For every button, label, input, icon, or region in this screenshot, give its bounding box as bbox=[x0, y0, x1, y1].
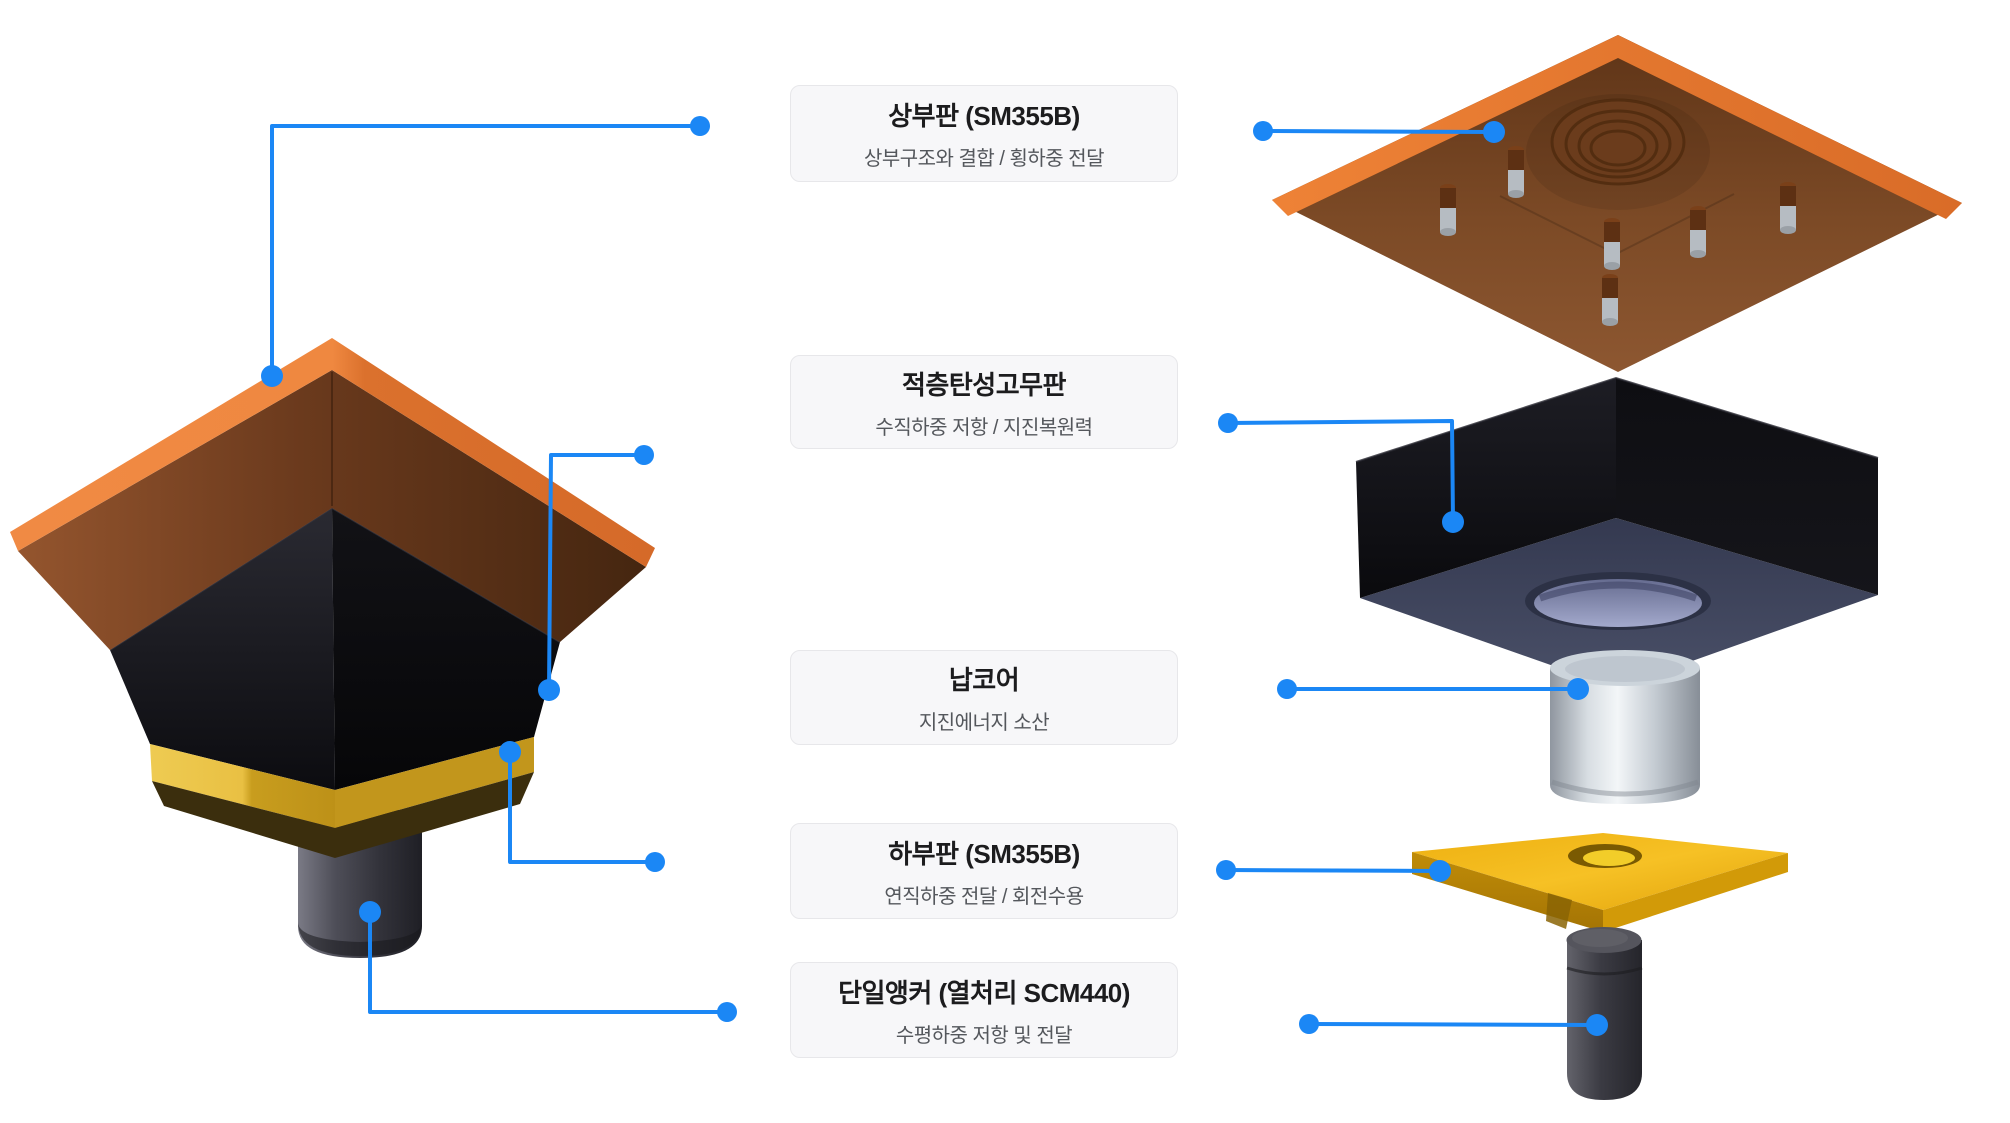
top-plate-threaded-boss bbox=[1526, 94, 1710, 210]
callout-dot bbox=[1218, 413, 1238, 433]
exploded-lead-core bbox=[1550, 650, 1700, 804]
label-subtitle: 상부구조와 결합 / 횡하중 전달 bbox=[863, 148, 1105, 170]
callout-left-bottom-plate bbox=[499, 741, 665, 872]
assembled-bearing-figure bbox=[10, 338, 655, 958]
callout-dot bbox=[261, 365, 283, 387]
assembled-bottom-plate-band bbox=[150, 737, 534, 858]
assembled-plate-underside bbox=[18, 370, 646, 650]
exploded-view-figure bbox=[1272, 35, 1962, 1100]
exploded-top-plate bbox=[1272, 35, 1962, 372]
callout-dot bbox=[1586, 1014, 1608, 1036]
callout-left-top-plate bbox=[261, 116, 710, 387]
callout-lines bbox=[261, 116, 1608, 1036]
callout-dot bbox=[538, 679, 560, 701]
callout-dot bbox=[1429, 860, 1451, 882]
callout-dot bbox=[634, 445, 654, 465]
callout-left-anchor bbox=[359, 901, 737, 1022]
callout-right-top-plate bbox=[1253, 121, 1505, 143]
callout-dot bbox=[359, 901, 381, 923]
label-box-lead-core: 납코어 지진에너지 소산 bbox=[790, 650, 1178, 745]
label-subtitle: 수평하중 저항 및 전달 bbox=[895, 1024, 1073, 1047]
label-title: 적층탄성고무판 bbox=[902, 369, 1066, 400]
callout-dot bbox=[1442, 511, 1464, 533]
label-subtitle: 수직하중 저항 / 지진복원력 bbox=[875, 416, 1093, 439]
label-box-rubber-pad: 적층탄성고무판 수직하중 저항 / 지진복원력 bbox=[790, 355, 1178, 449]
exploded-rubber-block bbox=[1355, 376, 1879, 688]
label-subtitle: 연직하중 전달 / 회전수용 bbox=[884, 885, 1084, 908]
callout-dot bbox=[690, 116, 710, 136]
callout-right-anchor bbox=[1299, 1014, 1608, 1036]
callout-dot bbox=[1277, 679, 1297, 699]
label-box-anchor: 단일앵커 (열처리 SCM440) 수평하중 저항 및 전달 bbox=[790, 962, 1178, 1058]
rubber-core-recess-hole bbox=[1525, 572, 1711, 630]
callout-right-lead-core bbox=[1277, 678, 1589, 700]
callout-dot bbox=[1567, 678, 1589, 700]
exploded-bottom-plate bbox=[1412, 833, 1788, 932]
label-box-top-plate: 상부판 (SM355B) 상부구조와 결합 / 횡하중 전달 bbox=[790, 85, 1178, 182]
callout-dot bbox=[717, 1002, 737, 1022]
label-subtitle: 지진에너지 소산 bbox=[918, 712, 1050, 734]
exploded-anchor-cylinder bbox=[1566, 927, 1643, 1100]
callout-dot bbox=[1483, 121, 1505, 143]
assembled-rubber-block bbox=[109, 506, 561, 790]
label-title: 하부판 (SM355B) bbox=[888, 838, 1080, 869]
label-title: 단일앵커 (열처리 SCM440) bbox=[838, 977, 1130, 1008]
callout-dot bbox=[1216, 860, 1236, 880]
label-title: 납코어 bbox=[948, 665, 1020, 695]
callout-right-bottom-plate bbox=[1216, 860, 1451, 882]
callout-right-rubber bbox=[1218, 413, 1464, 533]
label-title: 상부판 (SM355B) bbox=[888, 101, 1080, 131]
bottom-plate-hole bbox=[1568, 844, 1642, 868]
callout-dot bbox=[1253, 121, 1273, 141]
callout-dot bbox=[645, 852, 665, 872]
top-plate-studs bbox=[1440, 146, 1796, 326]
callout-left-rubber bbox=[538, 445, 654, 701]
callout-dot bbox=[1299, 1014, 1319, 1034]
callout-dot bbox=[499, 741, 521, 763]
label-box-bottom-plate: 하부판 (SM355B) 연직하중 전달 / 회전수용 bbox=[790, 823, 1178, 919]
